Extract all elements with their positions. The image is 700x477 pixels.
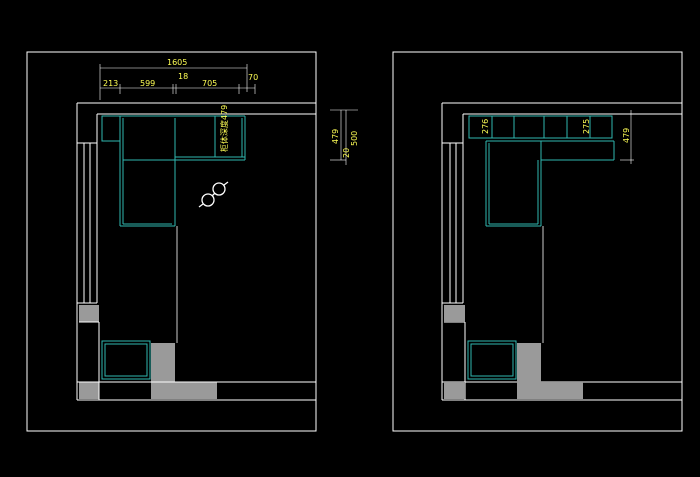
left-floor-plan: 1605 213 599 18 705 70 柜体深度479 479 20 50… [26, 51, 359, 432]
dim-18: 18 [178, 72, 188, 81]
dim-500-side: 500 [350, 131, 359, 146]
glasses-icon [198, 181, 229, 208]
dim-213: 213 [103, 79, 118, 88]
dim-20-side: 20 [342, 148, 351, 158]
right-floor-plan: 276 275 479 [392, 51, 683, 432]
left-lower-cabinet [101, 340, 151, 380]
right-frame [392, 51, 683, 432]
cabinet-depth-note: 柜体深度479 [219, 105, 229, 152]
dim-total: 1605 [167, 58, 187, 67]
dim-599: 599 [140, 79, 155, 88]
right-walls [441, 102, 682, 401]
left-wall-fills [79, 305, 217, 399]
dim-276: 276 [481, 119, 490, 134]
left-top-dimensions [99, 64, 256, 100]
left-upper-cabinet [101, 115, 246, 227]
left-top-wall [76, 102, 316, 400]
left-bottom-wall [77, 321, 316, 401]
right-upper-cabinet [468, 115, 615, 227]
right-lower-cabinet [467, 340, 517, 380]
dim-70: 70 [248, 73, 258, 82]
dim-275: 275 [582, 119, 591, 134]
left-frame [26, 51, 317, 432]
dim-479-side: 479 [331, 129, 340, 144]
right-wall-fills [444, 305, 583, 399]
dim-705: 705 [202, 79, 217, 88]
dim-479-right: 479 [622, 128, 631, 143]
left-side-dimensions [330, 109, 358, 165]
right-dimension-lines [620, 110, 634, 164]
